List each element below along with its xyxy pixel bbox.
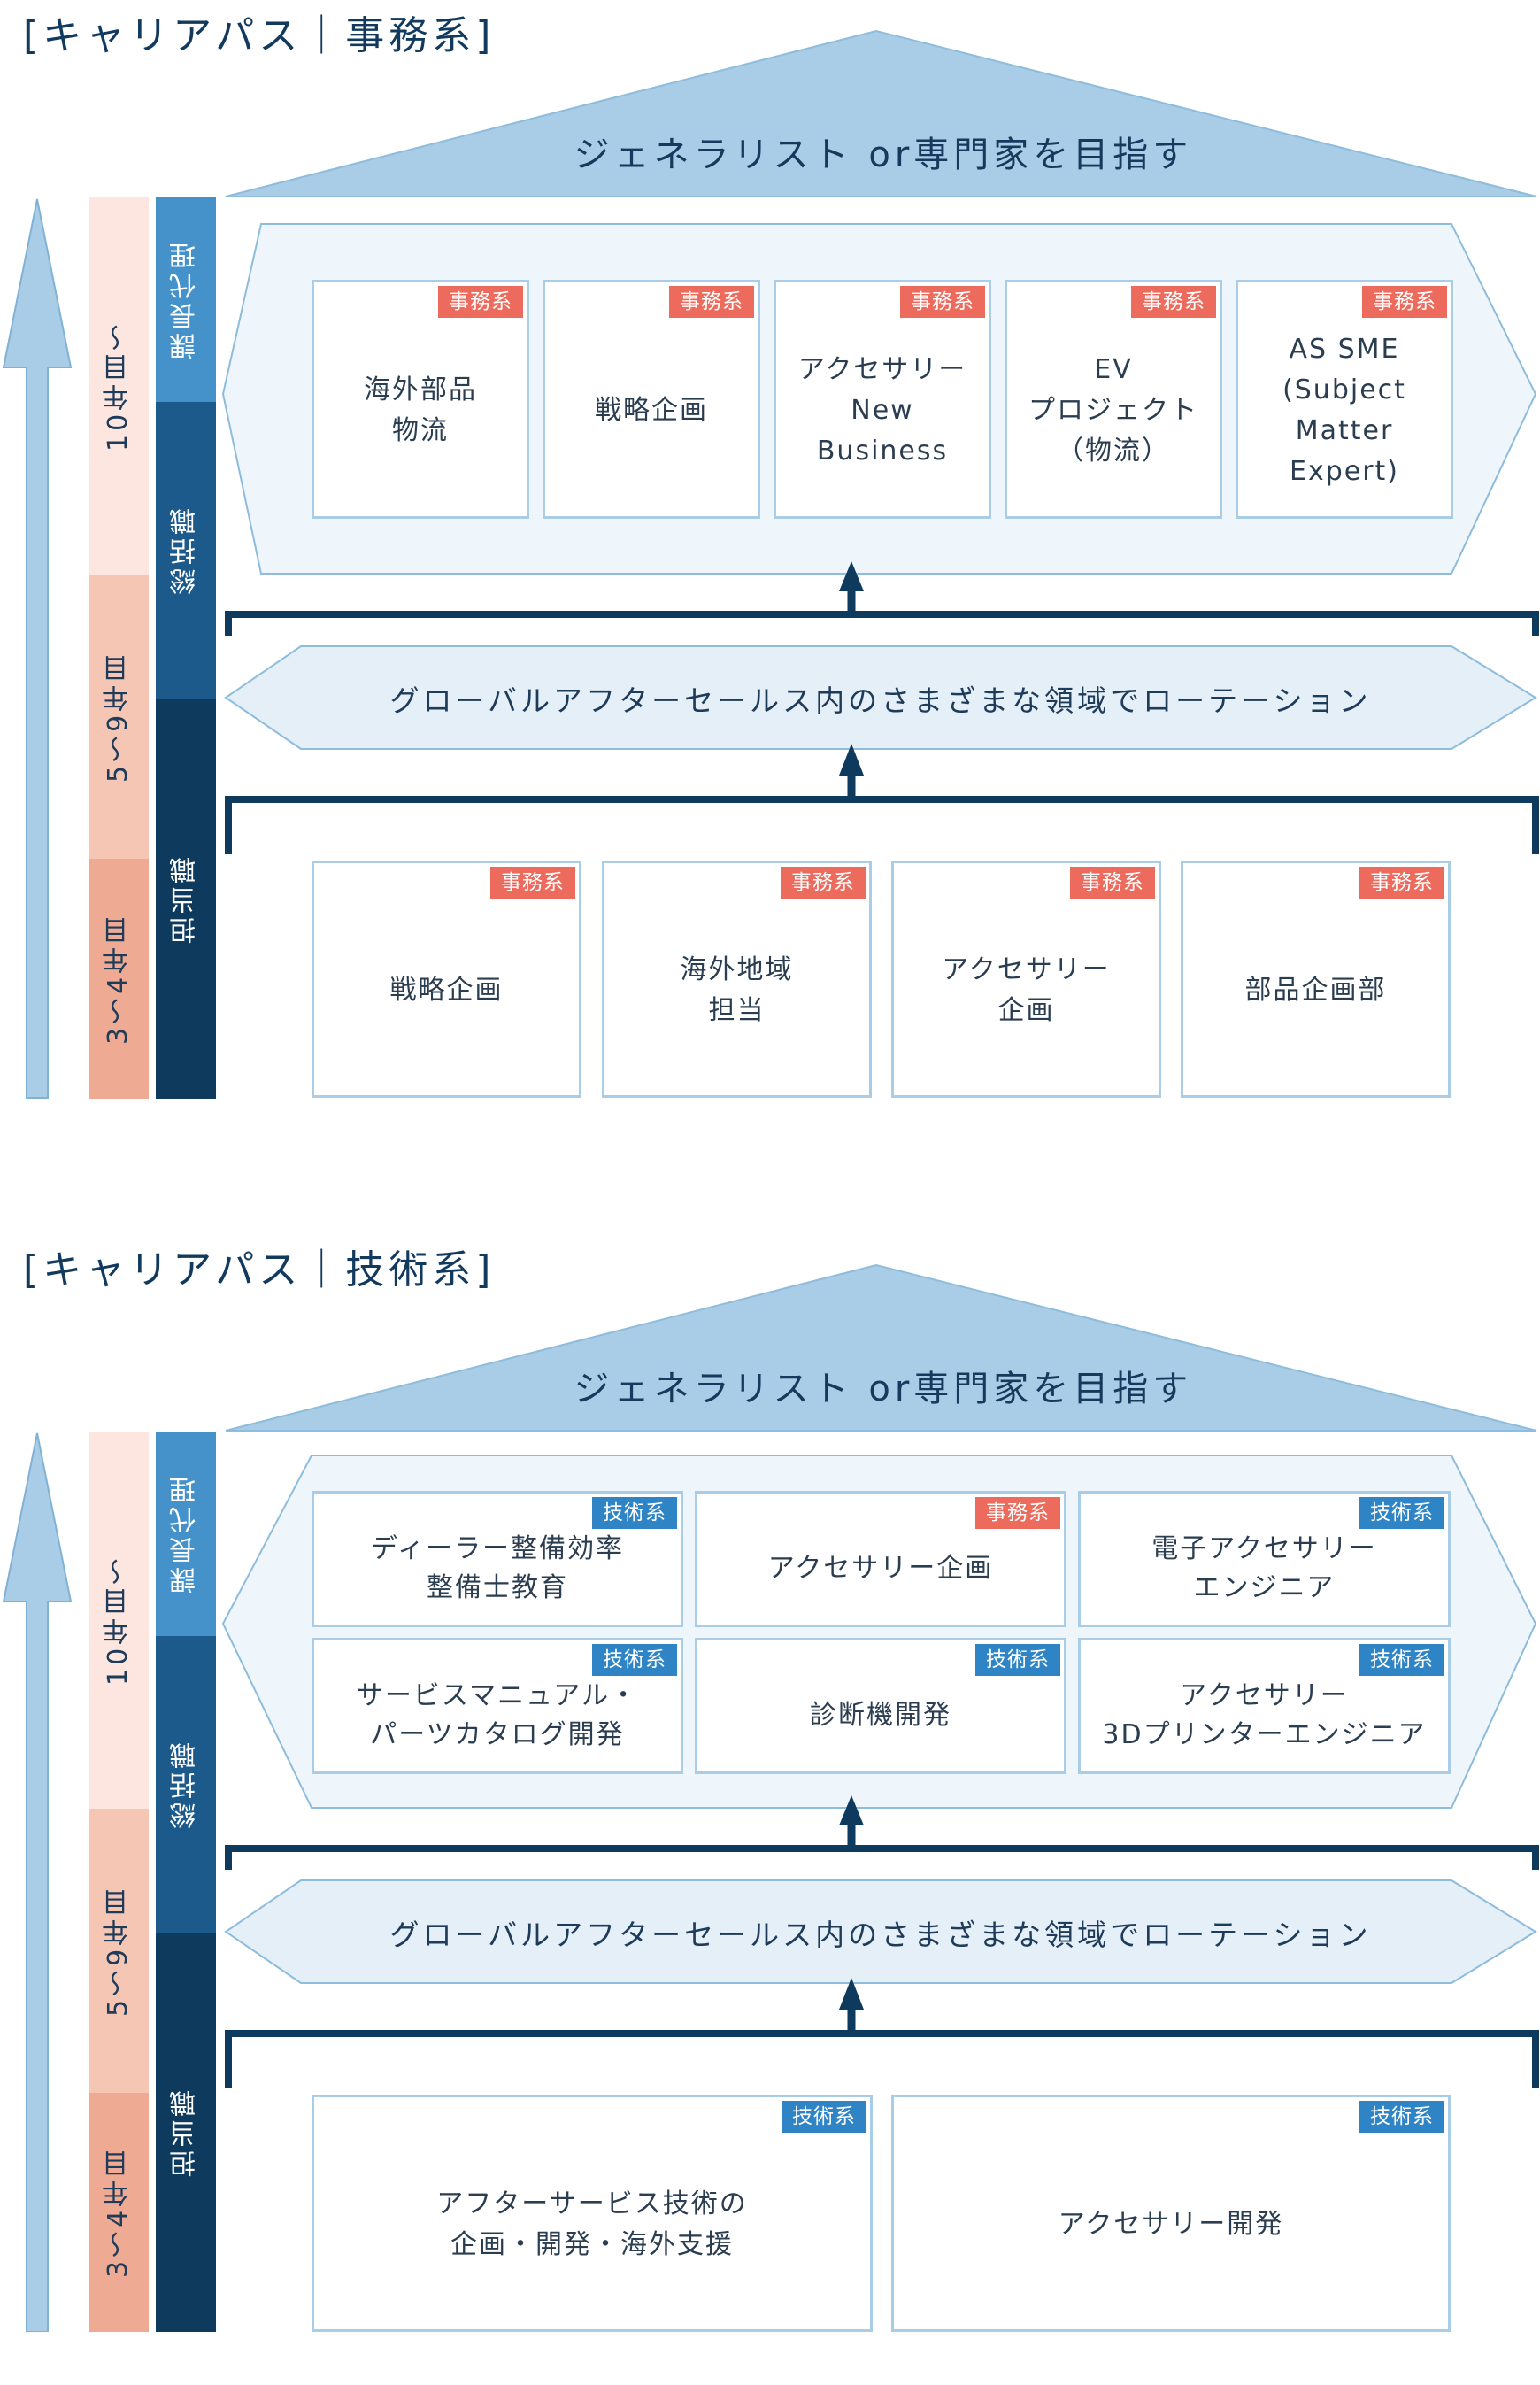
up-arrow-icon: [839, 1978, 864, 2010]
career-card: 事務系 海外地域 担当: [602, 861, 872, 1098]
category-badge: 技術系: [1359, 2101, 1444, 2133]
career-card: 事務系 AS SME (Subject Matter Expert): [1236, 280, 1453, 519]
career-card: 事務系 海外部品 物流: [312, 280, 529, 519]
rank-label: 課長代理: [170, 239, 201, 360]
card-label: アクセサリー 企画: [942, 954, 1111, 1026]
card-label: アクセサリー企画: [767, 1553, 994, 1584]
year-band-3-4: [89, 859, 149, 1099]
category-badge: 技術系: [592, 1644, 677, 1676]
career-card: 技術系 アクセサリー 3Dプリンターエンジニア: [1078, 1638, 1451, 1774]
category-badge: 事務系: [1070, 867, 1155, 899]
section-title: [キャリアパス｜事務系]: [23, 13, 496, 58]
career-card: 事務系 アクセサリー企画: [695, 1491, 1066, 1627]
card-label: サービスマニュアル・ パーツカタログ開発: [356, 1680, 639, 1750]
card-label: アクセサリー New Business: [797, 354, 967, 467]
rotation-hexagon: [224, 1879, 1537, 1984]
rank-band-low: [156, 699, 216, 1099]
progress-arrow-icon: [2, 1432, 73, 2332]
card-label: ディーラー整備効率 整備士教育: [371, 1533, 624, 1603]
card-label: 電子アクセサリー エンジニア: [1151, 1533, 1377, 1603]
rank-label: 課長代理: [170, 1473, 201, 1594]
rank-label: 総括職: [170, 1739, 201, 1830]
year-band-5-9: [89, 575, 149, 859]
career-path-section-jimu: [キャリアパス｜事務系] 10年目〜 5〜9年目 3〜4年目 課長代理 総括職: [0, 0, 1540, 1151]
category-badge: 事務系: [781, 867, 866, 899]
rank-band-top: [156, 197, 216, 402]
rotation-text: グローバルアフターセールス内のさまざまな領域でローテーション: [389, 683, 1372, 718]
year-label: 10年目〜: [103, 320, 134, 452]
category-badge: 技術系: [975, 1644, 1060, 1676]
progress-arrow-icon: [2, 198, 73, 1099]
section-title: [キャリアパス｜技術系]: [23, 1247, 496, 1293]
category-badge: 事務系: [1359, 867, 1444, 899]
category-badge: 事務系: [438, 286, 523, 318]
year-label: 3〜4年目: [103, 913, 134, 1045]
rotation-hexagon: [224, 645, 1537, 750]
career-path-section-gijutsu: [キャリアパス｜技術系] 10年目〜 5〜9年目 3〜4年目 課長代理 総括職 …: [0, 1234, 1540, 2385]
card-label: アクセサリー開発: [1058, 2209, 1284, 2240]
category-badge: 技術系: [1359, 1644, 1444, 1676]
up-arrow-icon: [839, 744, 864, 776]
category-badge: 事務系: [669, 286, 754, 318]
year-label: 3〜4年目: [103, 2146, 134, 2279]
year-band-10: [89, 197, 149, 575]
year-label: 10年目〜: [103, 1554, 134, 1686]
upper-bracket: [225, 611, 1539, 636]
up-arrow-icon: [839, 561, 864, 591]
card-label: AS SME (Subject Matter Expert): [1282, 334, 1406, 487]
card-label: 戦略企画: [595, 395, 708, 426]
card-label: 部品企画部: [1244, 975, 1387, 1006]
career-card: 技術系 アクセサリー開発: [891, 2095, 1451, 2332]
category-badge: 事務系: [975, 1497, 1060, 1529]
lower-bracket: [225, 796, 1539, 854]
career-card: 事務系 アクセサリー New Business: [774, 280, 991, 519]
roof-shape: [225, 1263, 1537, 1432]
rank-band-mid: [156, 402, 216, 699]
career-card: 技術系 電子アクセサリー エンジニア: [1078, 1491, 1451, 1627]
category-badge: 事務系: [900, 286, 985, 318]
category-badge: 事務系: [1362, 286, 1447, 318]
card-label: 戦略企画: [389, 975, 504, 1006]
year-band-10: [89, 1432, 149, 1809]
rank-band-mid: [156, 1636, 216, 1933]
rank-label: 総括職: [170, 505, 201, 596]
rank-band-top: [156, 1432, 216, 1636]
upper-bracket: [225, 1845, 1539, 1870]
card-label: 海外地域 担当: [680, 954, 794, 1026]
lower-bracket: [225, 2030, 1539, 2088]
career-card: 事務系 部品企画部: [1181, 861, 1451, 1098]
rotation-text: グローバルアフターセールス内のさまざまな領域でローテーション: [389, 1918, 1372, 1952]
career-card: 事務系 EV プロジェクト （物流）: [1005, 280, 1222, 519]
career-card: 技術系 診断機開発: [695, 1638, 1066, 1774]
year-label: 5〜9年目: [103, 651, 134, 783]
card-label: アフターサービス技術の 企画・開発・海外支援: [436, 2188, 748, 2260]
roof-title: ジェネラリスト or専門家を目指す: [574, 135, 1193, 175]
career-card: 技術系 サービスマニュアル・ パーツカタログ開発: [312, 1638, 683, 1774]
card-label: EV プロジェクト （物流）: [1028, 354, 1198, 467]
year-label: 5〜9年目: [103, 1885, 134, 2017]
rank-label: 担当職: [170, 2087, 201, 2178]
rank-band-low: [156, 1933, 216, 2332]
year-band-5-9: [89, 1809, 149, 2093]
category-badge: 技術系: [782, 2101, 866, 2133]
year-band-3-4: [89, 2093, 149, 2332]
career-card: 事務系 戦略企画: [312, 861, 581, 1098]
category-badge: 技術系: [1359, 1497, 1444, 1529]
card-label: 診断機開発: [810, 1700, 951, 1731]
roof-shape: [225, 29, 1537, 197]
career-card: 技術系 ディーラー整備効率 整備士教育: [312, 1491, 683, 1627]
up-arrow-icon: [839, 1795, 864, 1825]
career-card: 事務系 戦略企画: [543, 280, 760, 519]
card-label: 海外部品 物流: [364, 374, 477, 446]
career-card: 事務系 アクセサリー 企画: [891, 861, 1161, 1098]
category-badge: 技術系: [592, 1497, 677, 1529]
category-badge: 事務系: [1131, 286, 1216, 318]
rank-label: 担当職: [170, 853, 201, 944]
roof-title: ジェネラリスト or専門家を目指す: [574, 1369, 1193, 1409]
career-card: 技術系 アフターサービス技術の 企画・開発・海外支援: [312, 2095, 873, 2332]
category-badge: 事務系: [490, 867, 575, 899]
card-label: アクセサリー 3Dプリンターエンジニア: [1102, 1680, 1427, 1750]
